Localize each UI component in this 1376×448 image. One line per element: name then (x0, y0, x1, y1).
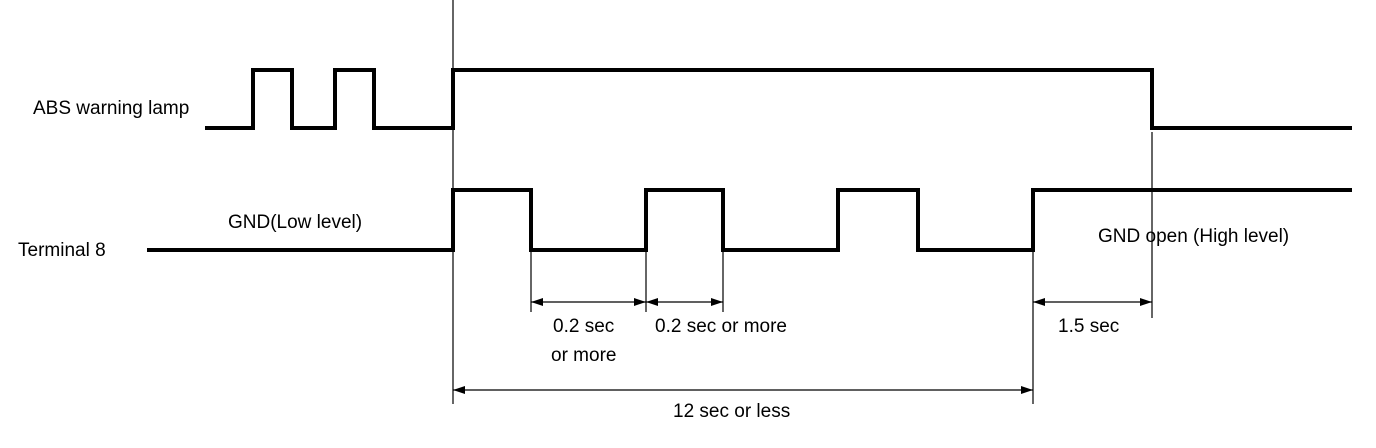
dimension-lamp-delay-label: 1.5 sec (1058, 316, 1119, 337)
arrow-right-icon (711, 298, 723, 306)
dimension-high-label: 0.2 sec or more (655, 316, 787, 337)
high-level-label: GND open (High level) (1098, 226, 1289, 247)
dimension-total-period (453, 386, 1033, 394)
low-level-label: GND(Low level) (228, 212, 362, 233)
abs-lamp-label: ABS warning lamp (33, 98, 189, 119)
abs-lamp-waveform (205, 68, 1352, 130)
arrow-left-icon (453, 386, 465, 394)
arrow-left-icon (646, 298, 658, 306)
dimension-total-label: 12 sec or less (673, 401, 790, 422)
arrow-right-icon (1021, 386, 1033, 394)
dimension-high-period (646, 298, 723, 306)
dimension-low-period (531, 298, 646, 306)
dimension-low-label-line1: 0.2 sec (553, 316, 614, 337)
dimension-lamp-delay (1033, 298, 1152, 306)
arrow-left-icon (531, 298, 543, 306)
dimension-low-label-line2: or more (551, 345, 616, 366)
terminal8-waveform (147, 188, 1352, 252)
arrow-right-icon (634, 298, 646, 306)
arrow-left-icon (1033, 298, 1045, 306)
arrow-right-icon (1140, 298, 1152, 306)
terminal8-label: Terminal 8 (18, 240, 106, 261)
